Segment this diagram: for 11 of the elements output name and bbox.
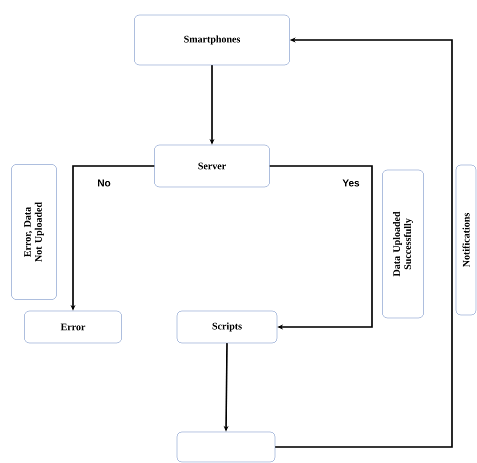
edge-label: Yes: [341, 178, 361, 188]
process-box: Server: [154, 144, 270, 188]
process-box: Data Uploaded Successfully: [382, 170, 424, 318]
arrow: [270, 165, 373, 330]
process-box: Smartphones: [134, 14, 290, 66]
empty-box: [176, 432, 276, 462]
process-box: Notifications: [456, 164, 476, 316]
process-box: Error: [24, 310, 122, 344]
edge-label: No: [96, 178, 112, 188]
process-box: Scripts: [176, 310, 278, 344]
process-box: Error, Data Not Uploaded: [11, 164, 57, 300]
